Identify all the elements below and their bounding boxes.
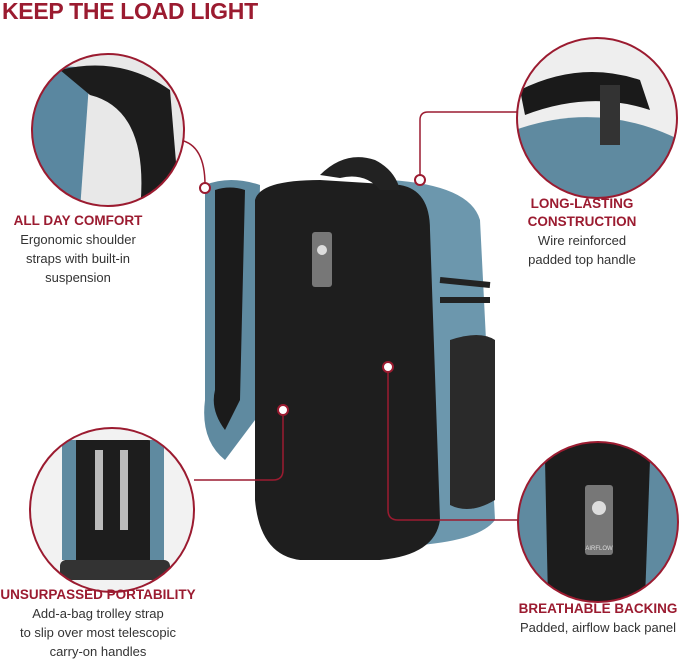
feature-description-line: Ergonomic shoulder (20, 232, 136, 247)
detail-shoulder-straps (32, 54, 184, 206)
feature-description-line: Add-a-bag trolley strap (32, 606, 164, 621)
feature-description-line: Padded, airflow back panel (519, 620, 677, 635)
feature-all-day-comfort: ALL DAY COMFORT Ergonomic shoulder strap… (0, 212, 178, 287)
feature-description-line: straps with built-in (25, 251, 131, 266)
detail-top-handle (517, 38, 677, 198)
feature-description-line: padded top handle (528, 252, 636, 267)
feature-heading: LONG-LASTING (530, 196, 634, 211)
feature-heading: BREATHABLE BACKING (518, 601, 678, 616)
feature-description-line: suspension (45, 270, 111, 285)
feature-description-line: to slip over most telescopic (19, 625, 177, 640)
feature-heading: CONSTRUCTION (527, 214, 637, 229)
feature-description-line: carry-on handles (49, 644, 147, 659)
feature-description-line: Wire reinforced (537, 233, 627, 248)
feature-breathable-backing: BREATHABLE BACKING Padded, airflow back … (498, 600, 679, 637)
feature-heading: UNSURPASSED PORTABILITY (0, 587, 196, 602)
page-title: KEEP THE LOAD LIGHT (2, 0, 258, 24)
airflow-badge: AIRFLOW (585, 546, 613, 552)
feature-long-lasting-construction: LONG-LASTING CONSTRUCTION Wire reinforce… (482, 195, 679, 269)
feature-unsurpassed-portability: UNSURPASSED PORTABILITY Add-a-bag trolle… (0, 586, 198, 659)
feature-heading: ALL DAY COMFORT (13, 213, 143, 228)
detail-airflow-back: AIRFLOW (518, 442, 678, 602)
detail-trolley-strap (30, 428, 194, 592)
callout-dots (199, 174, 426, 416)
backpack-main (204, 157, 495, 560)
